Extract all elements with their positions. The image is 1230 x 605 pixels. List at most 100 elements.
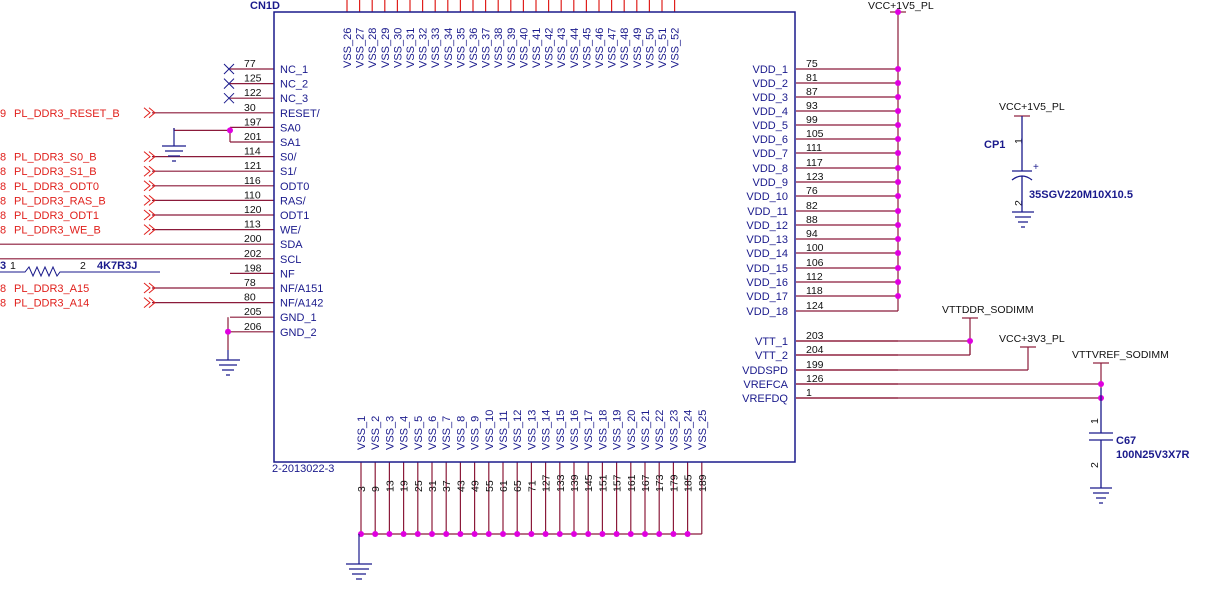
right-pin-name: VDD_8 <box>753 163 788 175</box>
right-pin-number: 203 <box>806 330 824 342</box>
top-pin-name: VSS_43 <box>556 28 568 68</box>
resistor-pin2: 2 <box>80 260 86 272</box>
top-pin-name: VSS_52 <box>670 28 682 68</box>
component-body-cn1d[interactable] <box>273 11 796 463</box>
junction-dot <box>613 531 620 537</box>
net-sheet-ref: 8 <box>0 152 6 164</box>
c67-pin1: 1 <box>1089 418 1101 424</box>
junction-dot <box>895 66 901 72</box>
net-label-vttddr: VTTDDR_SODIMM <box>942 304 1034 316</box>
top-pin-name: VSS_51 <box>657 28 669 68</box>
right-pin-number: 112 <box>806 271 823 283</box>
junction-dot <box>542 531 549 537</box>
junction-dot <box>895 108 901 114</box>
left-pin-number: 121 <box>244 160 262 172</box>
junction-dot <box>556 531 563 537</box>
right-pin-number: 82 <box>806 200 818 212</box>
no-connect-marker <box>223 78 235 89</box>
off-page-connector <box>143 224 156 235</box>
left-pin-name: NC_2 <box>280 79 308 91</box>
left-pin-name: RAS/ <box>280 195 307 207</box>
bottom-pin-name: VSS_10 <box>484 410 496 450</box>
right-pin-number: 106 <box>806 257 824 269</box>
junction-dot <box>895 94 901 100</box>
c67-value: 100N25V3X7R <box>1116 449 1189 461</box>
bottom-pin-name: VSS_7 <box>441 416 453 450</box>
junction-dot <box>895 9 901 15</box>
right-pin-name: VDD_15 <box>746 263 788 275</box>
right-pin-name: VDD_11 <box>747 206 788 218</box>
off-page-connector <box>143 107 156 119</box>
right-pin-number: 126 <box>806 373 824 385</box>
junction-dot <box>895 236 901 242</box>
off-page-connector <box>143 297 156 308</box>
junction-dot <box>485 531 492 537</box>
junction-dot <box>571 531 577 537</box>
bottom-pin-name: VSS_22 <box>654 410 666 450</box>
junction-dot <box>895 208 901 214</box>
left-pin-number: 122 <box>244 87 262 99</box>
top-pin-name: VSS_48 <box>619 28 631 68</box>
cp1-pin2: 2 <box>1013 200 1025 206</box>
bottom-pin-number: 167 <box>640 474 652 492</box>
bottom-pin-name: VSS_19 <box>612 410 624 450</box>
junction-dot <box>895 250 901 256</box>
ground-symbol-left <box>216 350 240 376</box>
right-pin-number: 105 <box>806 128 824 140</box>
left-pin-name: NC_1 <box>280 64 308 76</box>
bottom-pin-name: VSS_25 <box>697 410 709 450</box>
top-pin-name: VSS_33 <box>430 28 442 68</box>
top-pin-name: VSS_27 <box>355 28 367 68</box>
bottom-pin-number: 37 <box>441 480 453 492</box>
pins-layer <box>143 0 898 534</box>
bottom-pin-number: 19 <box>399 480 411 492</box>
resistor-symbol <box>0 265 160 278</box>
net-name: PL_DDR3_ODT1 <box>14 210 99 222</box>
bottom-pin-name: VSS_16 <box>569 410 581 450</box>
left-pin-number: 200 <box>244 233 262 245</box>
net-name: PL_DDR3_RAS_B <box>14 195 106 207</box>
bottom-pin-name: VSS_20 <box>626 410 638 450</box>
resistor-pin1: 1 <box>10 260 16 272</box>
right-pin-number: 111 <box>806 142 822 154</box>
bottom-pin-number: 55 <box>484 480 496 492</box>
left-pin-name: S0/ <box>280 152 297 164</box>
junction-dot <box>895 136 901 142</box>
right-pin-name: VREFCA <box>743 379 788 391</box>
junction-dot <box>895 80 901 86</box>
left-pin-name: SDA <box>280 239 303 251</box>
junction-dot <box>599 531 606 537</box>
right-pin-name: VDD_5 <box>753 120 788 132</box>
no-connect-marker <box>223 92 235 104</box>
bottom-pin-name: VSS_6 <box>427 416 439 450</box>
bottom-pin-number: 61 <box>498 480 510 492</box>
right-pin-name: VDD_18 <box>746 306 788 318</box>
bottom-pin-number: 127 <box>541 474 553 492</box>
bottom-pin-number: 133 <box>555 474 567 492</box>
junction-dot <box>670 531 677 537</box>
top-pin-name: VSS_26 <box>342 28 354 68</box>
junction-dot <box>895 293 901 299</box>
c67-symbol <box>1089 388 1113 504</box>
left-pin-name: NF <box>280 268 295 280</box>
bottom-pin-name: VSS_4 <box>399 416 411 450</box>
bottom-pin-name: VSS_18 <box>597 410 609 450</box>
net-sheet-ref: 8 <box>0 298 6 310</box>
top-pin-name: VSS_44 <box>569 28 581 68</box>
right-pin-name: VTT_2 <box>755 350 788 362</box>
junction-dot <box>457 531 464 537</box>
left-pin-name: GND_1 <box>280 312 317 324</box>
right-pin-name: VDD_6 <box>753 134 788 146</box>
bottom-pin-number: 25 <box>413 480 425 492</box>
left-pin-number: 113 <box>244 219 261 231</box>
bottom-pin-number: 139 <box>569 474 581 492</box>
right-pin-number: 100 <box>806 242 824 254</box>
top-pin-name: VSS_49 <box>632 28 644 68</box>
left-pin-number: 114 <box>244 146 261 158</box>
top-pin-name: VSS_41 <box>531 28 543 68</box>
net-label-vcc-1v5-cap: VCC+1V5_PL <box>999 101 1065 113</box>
top-pin-name: VSS_28 <box>367 28 379 68</box>
top-pin-name: VSS_37 <box>481 28 493 68</box>
junction-dot <box>225 328 231 335</box>
